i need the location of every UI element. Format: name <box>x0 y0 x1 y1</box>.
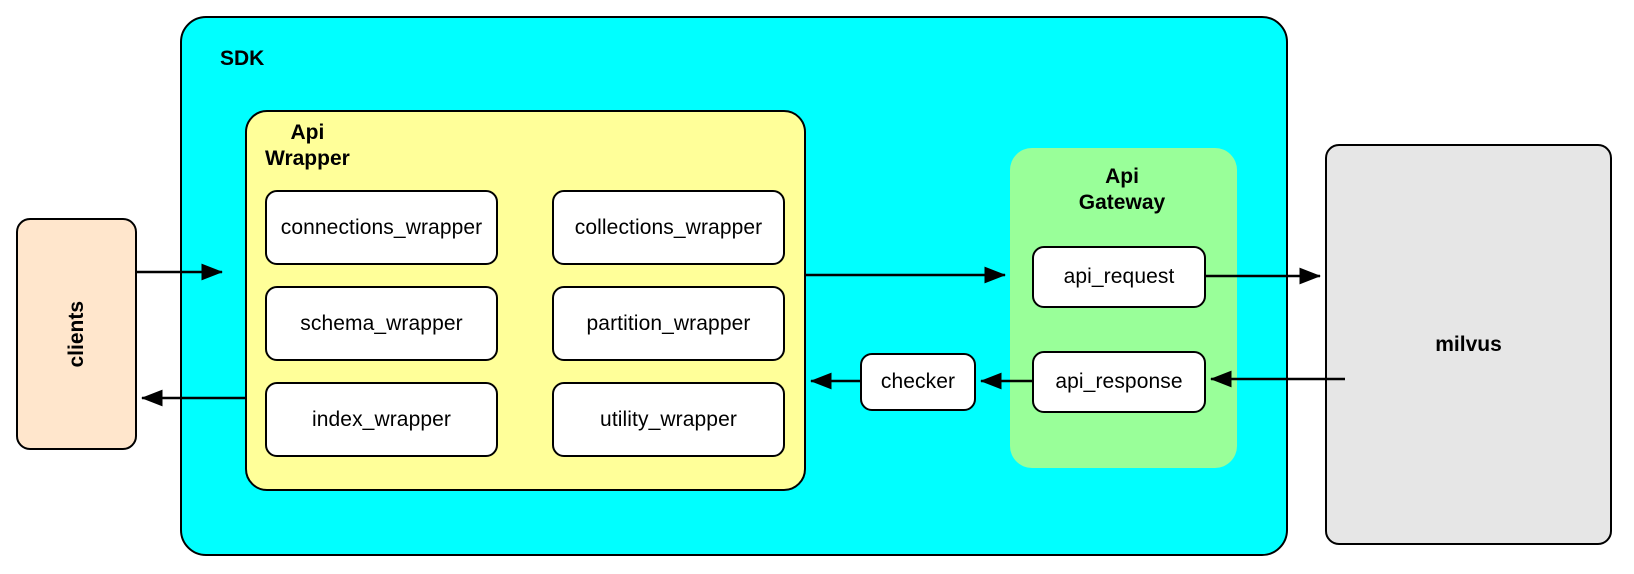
actor-clients-label: clients <box>64 300 88 368</box>
container-api-wrapper-label: Api Wrapper <box>265 121 350 170</box>
module-api-response[interactable]: api_response <box>1032 351 1206 413</box>
module-checker[interactable]: checker <box>860 353 976 411</box>
actor-milvus-label: milvus <box>1435 332 1502 356</box>
module-index-wrapper-label: index_wrapper <box>311 407 452 431</box>
module-schema-wrapper[interactable]: schema_wrapper <box>265 286 498 361</box>
module-connections-wrapper-label: connections_wrapper <box>280 215 483 239</box>
module-api-request-label: api_request <box>1063 265 1175 288</box>
module-collections-wrapper[interactable]: collections_wrapper <box>552 190 785 265</box>
module-connections-wrapper[interactable]: connections_wrapper <box>265 190 498 265</box>
module-api-response-label: api_response <box>1055 370 1183 393</box>
module-schema-wrapper-label: schema_wrapper <box>300 311 463 335</box>
module-checker-label: checker <box>880 370 956 393</box>
container-api-gateway-label: Api Gateway <box>1078 165 1166 214</box>
container-sdk-label: SDK <box>220 47 265 70</box>
actor-clients[interactable]: clients <box>16 218 137 450</box>
actor-milvus[interactable]: milvus <box>1325 144 1612 545</box>
module-partition-wrapper-label: partition_wrapper <box>586 311 751 335</box>
module-utility-wrapper[interactable]: utility_wrapper <box>552 382 785 457</box>
module-partition-wrapper[interactable]: partition_wrapper <box>552 286 785 361</box>
module-collections-wrapper-label: collections_wrapper <box>574 215 763 239</box>
module-index-wrapper[interactable]: index_wrapper <box>265 382 498 457</box>
module-utility-wrapper-label: utility_wrapper <box>600 407 737 431</box>
container-api-gateway[interactable]: Api Gateway <box>1010 148 1237 468</box>
module-api-request[interactable]: api_request <box>1032 246 1206 308</box>
